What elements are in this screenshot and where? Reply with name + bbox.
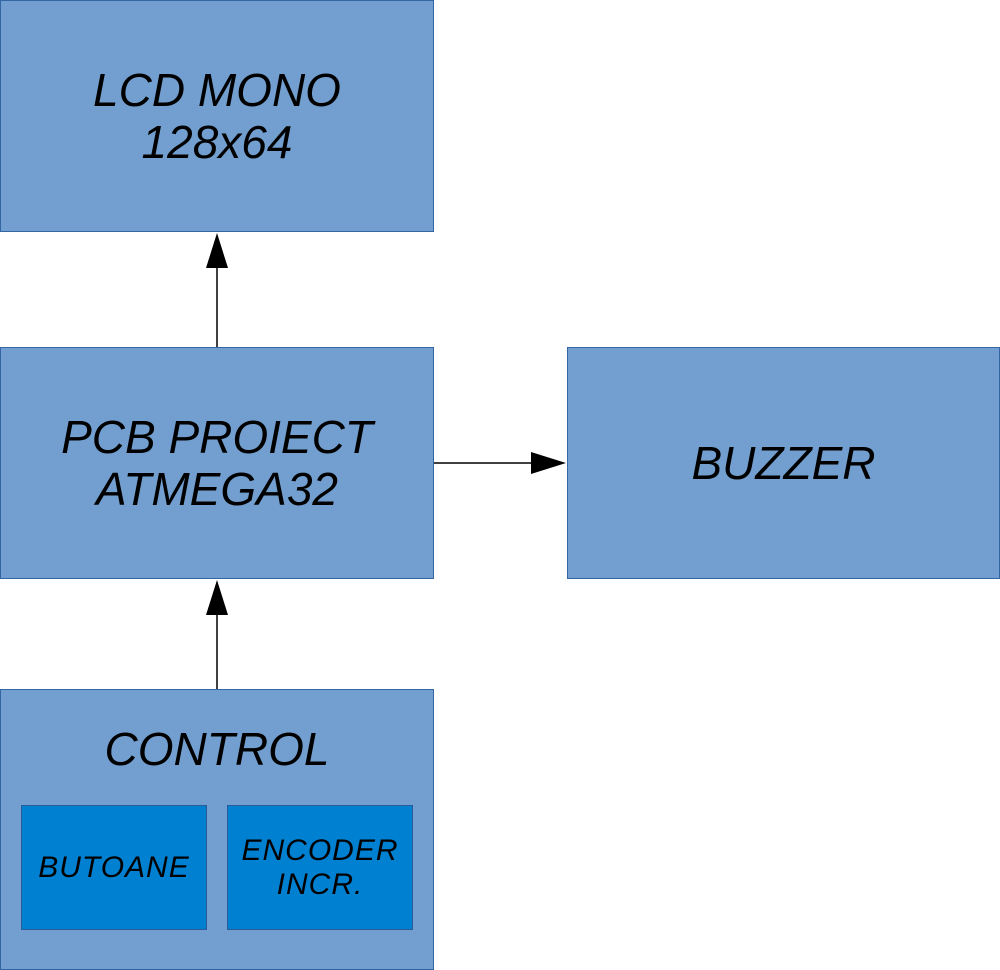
arrow-control-to-pcb	[206, 580, 228, 689]
encoder-label-line2: INCR.	[276, 867, 364, 901]
pcb-block: PCB PROIECT ATMEGA32	[0, 347, 434, 579]
arrow-pcb-to-lcd	[206, 233, 228, 347]
control-title: CONTROL	[104, 723, 330, 775]
arrow-pcb-to-buzzer	[434, 452, 566, 474]
encoder-block: ENCODER INCR.	[227, 805, 413, 930]
buzzer-label: BUZZER	[691, 437, 876, 489]
lcd-label-line1: LCD MONO	[93, 64, 341, 116]
pcb-label-line1: PCB PROIECT	[61, 411, 373, 463]
encoder-label-line1: ENCODER	[241, 833, 399, 867]
buzzer-block: BUZZER	[567, 347, 1000, 579]
butoane-block: BUTOANE	[21, 805, 207, 930]
lcd-label-line2: 128x64	[141, 116, 293, 168]
lcd-block: LCD MONO 128x64	[0, 0, 434, 232]
pcb-label-line2: ATMEGA32	[96, 463, 338, 515]
butoane-label: BUTOANE	[38, 850, 190, 884]
